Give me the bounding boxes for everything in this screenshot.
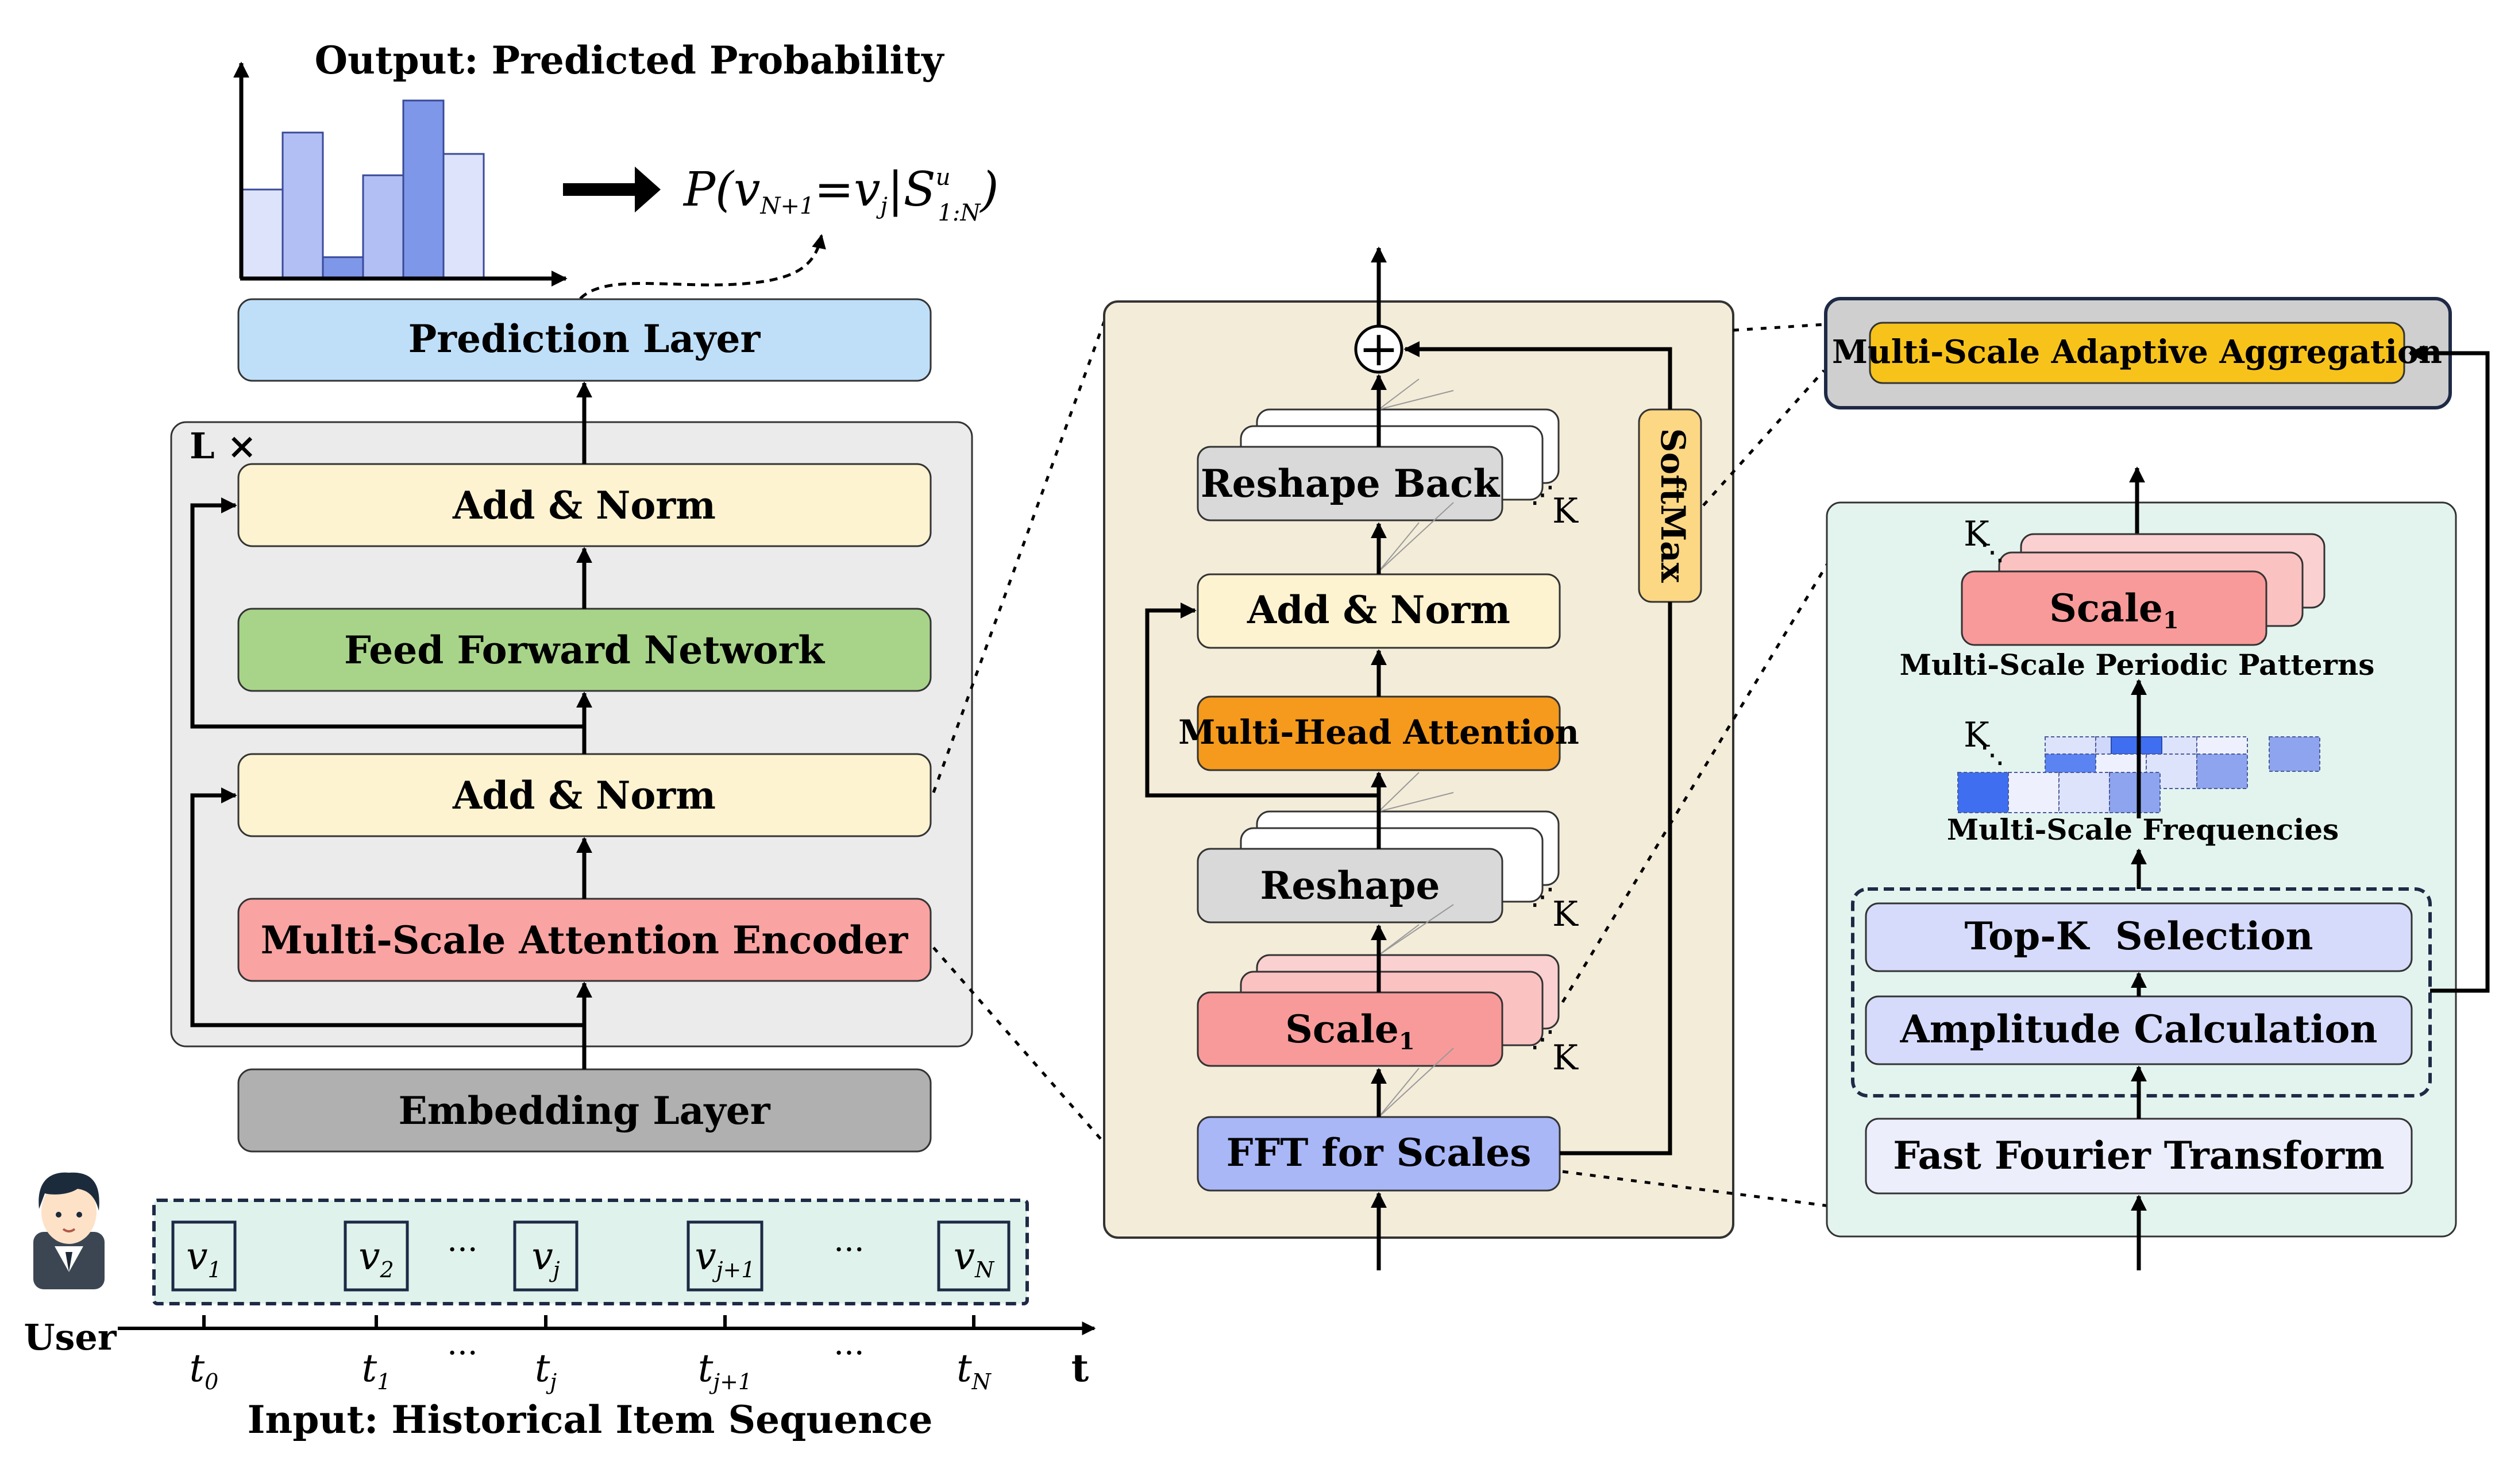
time-label: t1 (362, 1346, 391, 1394)
k-label-right-scale: K (1964, 514, 1990, 554)
k-dots-icon: ⋱ (1981, 741, 2004, 768)
middle-encoder-section: + Reshape Back ⋰ K Add & Norm Multi-Head… (1103, 246, 1734, 1270)
histogram-bar (281, 132, 324, 280)
add-norm-bottom-label: Add & Norm (452, 773, 716, 818)
prediction-layer-box (237, 298, 932, 382)
output-title: Output: Predicted Probability (315, 38, 945, 83)
mid-fft-label: FFT for Scales (1227, 1130, 1532, 1175)
probability-histogram (241, 99, 485, 280)
item-label: v1 (186, 1234, 221, 1282)
time-label: t0 (190, 1346, 219, 1394)
right-scale-label: Scale1 (2049, 586, 2179, 634)
periodic-patterns-label: Multi-Scale Periodic Patterns (1900, 648, 2375, 682)
item-box (171, 1220, 237, 1292)
k-dots-icon: ⋰ (1531, 1026, 1554, 1053)
input-title: Input: Historical Item Sequence (248, 1397, 933, 1442)
right-frequency-section: Multi-Scale Adaptive Aggregation Scale1 … (1824, 297, 2490, 1270)
reshape-back-stack (1197, 408, 1560, 521)
encoder-container (170, 421, 973, 1048)
time-label: tj (535, 1346, 557, 1394)
time-label: tN (957, 1346, 992, 1394)
k-dots-icon: ⋰ (1531, 883, 1554, 910)
time-axis-label: t (1071, 1346, 1089, 1390)
item-ellipsis: ··· (447, 1231, 477, 1269)
user-avatar (33, 1172, 105, 1289)
histogram-bar (402, 99, 445, 280)
topk-label: Top-K Selection (1965, 914, 2313, 959)
time-ellipsis: ··· (834, 1335, 864, 1372)
residual-add-circle (1354, 324, 1403, 374)
left-model-section: Output: Predicted Probability P(vN+1=vj|… (24, 38, 1096, 1442)
plus-icon: + (1359, 320, 1399, 377)
item-label: vj (531, 1234, 560, 1282)
reshape-back-label: Reshape Back (1201, 461, 1501, 506)
k-label-scale: K (1552, 1038, 1579, 1078)
output-arrow-head (635, 167, 661, 212)
time-ellipsis: ··· (447, 1335, 477, 1372)
middle-flow-arrows (1145, 341, 1672, 1270)
item-ellipsis: ··· (834, 1231, 864, 1269)
histogram-bar (241, 188, 284, 280)
msae-label: Multi-Scale Attention Encoder (261, 918, 909, 963)
left-middle-connectors (932, 321, 1106, 1144)
item-sequence: v1 v2 vj vj+1 vN ··· ··· (171, 1220, 1011, 1292)
reshape-label: Reshape (1260, 863, 1440, 908)
item-label: vj+1 (695, 1234, 755, 1282)
aggregation-label: Multi-Scale Adaptive Aggregation (1832, 333, 2442, 371)
item-label: vN (954, 1234, 995, 1282)
time-label: tj+1 (698, 1346, 752, 1394)
item-box (937, 1220, 1011, 1292)
item-label: v2 (358, 1234, 394, 1282)
mid-add-norm-label: Add & Norm (1247, 588, 1510, 632)
ffn-label: Feed Forward Network (344, 628, 825, 673)
fan-lines (1378, 378, 1454, 1118)
embedding-layer-label: Embedding Layer (398, 1088, 770, 1133)
right-flow-arrows (2131, 345, 2490, 1270)
user-label: User (24, 1316, 117, 1358)
right-fft-label: Fast Fourier Transform (1893, 1133, 2385, 1178)
k-dots-icon: ⋱ (1981, 539, 2004, 566)
item-box (687, 1220, 763, 1292)
mid-scale-label: Scale1 (1285, 1007, 1415, 1055)
k-label-frequencies: K (1964, 715, 1990, 755)
reshape-stack (1197, 810, 1560, 923)
aggregation-inner-box (1869, 322, 2405, 384)
layer-repeat-label: L × (190, 425, 257, 467)
softmax-label: SoftMax (1653, 428, 1692, 583)
amplitude-topk-group (1851, 887, 2432, 1097)
topk-box (1865, 902, 2413, 972)
left-flow-arrows (190, 381, 592, 1069)
prediction-layer-label: Prediction Layer (408, 316, 761, 361)
time-ticks: t0 t1 tj tj+1 tN ··· ··· (190, 1315, 992, 1394)
prediction-to-formula-curve (579, 234, 826, 300)
histogram-bar (442, 153, 485, 280)
item-box (513, 1220, 579, 1292)
mha-label: Multi-Head Attention (1178, 713, 1579, 752)
amplitude-label: Amplitude Calculation (1900, 1007, 2378, 1052)
k-label-reshape: K (1552, 894, 1579, 934)
scale-stack (1197, 954, 1560, 1067)
histogram-bar (362, 174, 404, 280)
right-scale-stack (1961, 533, 2326, 646)
item-box (344, 1220, 409, 1292)
item-sequence-box (152, 1199, 1029, 1305)
histogram-bar (322, 256, 364, 280)
frequencies-label: Multi-Scale Frequencies (1947, 813, 2339, 847)
middle-right-connectors (1561, 323, 1831, 1208)
k-label-reshape-back: K (1552, 491, 1579, 531)
add-norm-top-label: Add & Norm (452, 483, 716, 528)
k-dots-icon: ⋰ (1531, 481, 1554, 508)
